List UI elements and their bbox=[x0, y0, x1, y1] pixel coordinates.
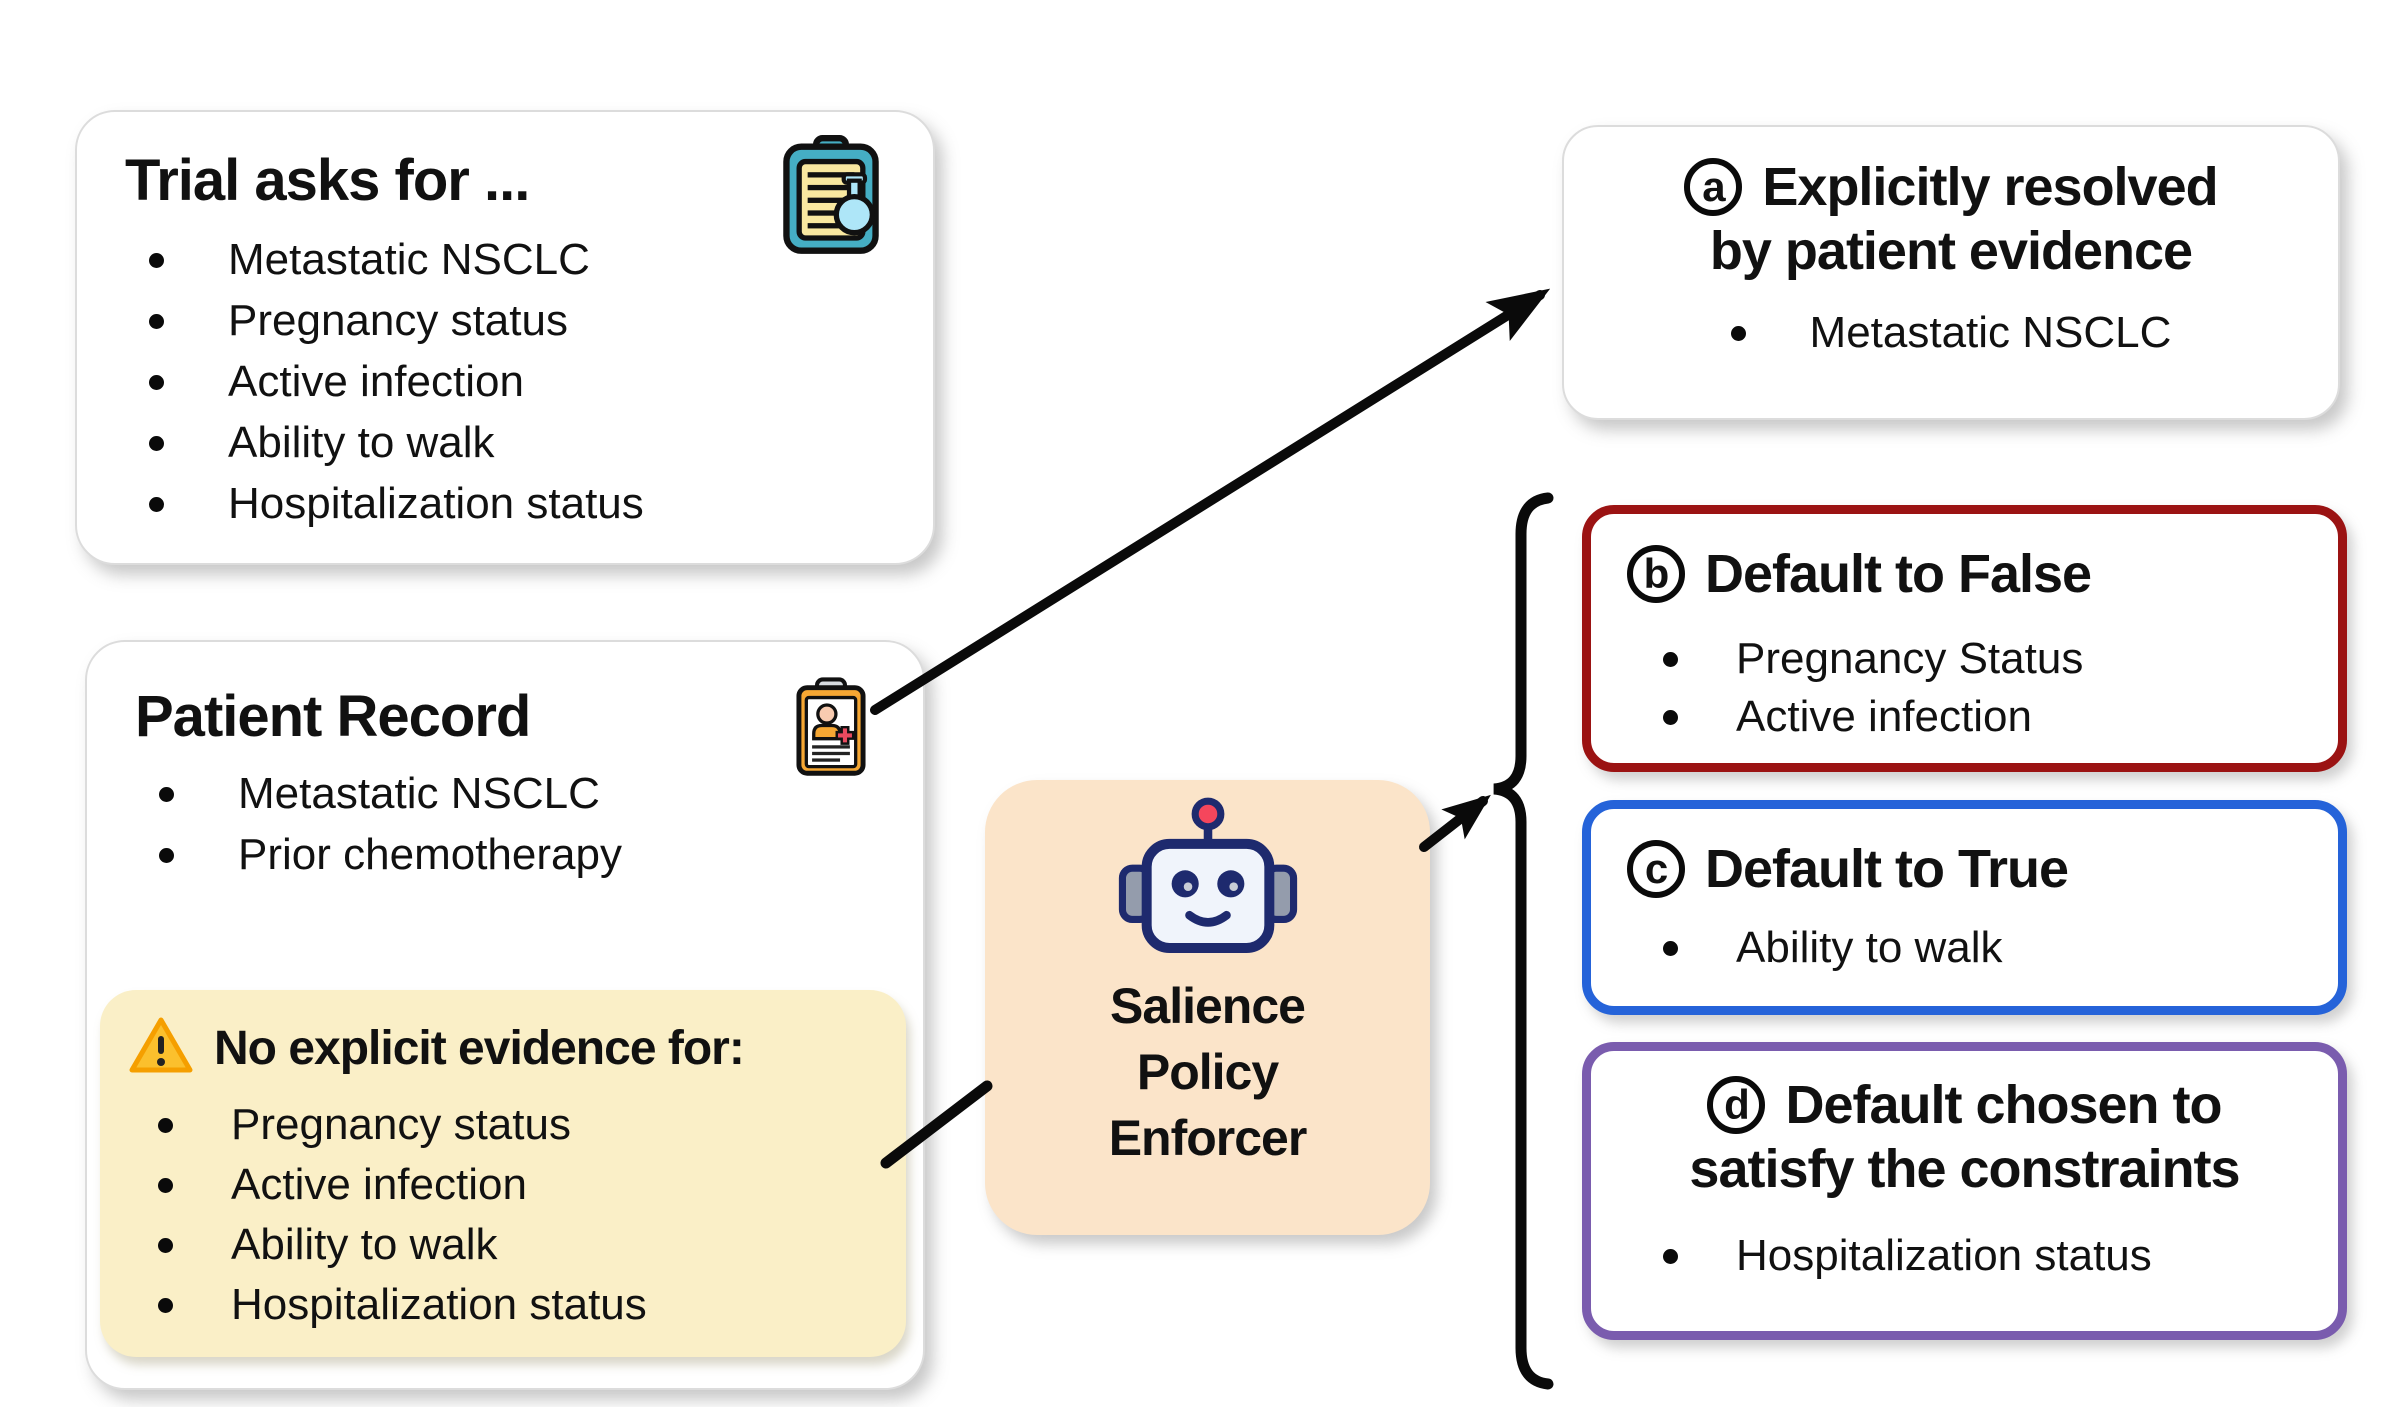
bullet-dot-icon bbox=[1663, 940, 1678, 956]
outcome-box-satisfy-constraints: d Default chosen to satisfy the constrai… bbox=[1582, 1042, 2347, 1340]
list-item-label: Active infection bbox=[231, 1159, 527, 1209]
bullet-dot-icon bbox=[1663, 709, 1678, 725]
list-item: Ability to walk bbox=[125, 413, 885, 474]
circled-letter-badge: c bbox=[1627, 840, 1685, 898]
enforcer-label: Salience Policy Enforcer bbox=[1108, 973, 1308, 1171]
patient-record-box: Patient Record Metastatic NSCLC Prior ch… bbox=[85, 640, 925, 1390]
outcome-c-title: c Default to True bbox=[1627, 837, 2302, 901]
list-item: Prior chemotherapy bbox=[135, 825, 875, 886]
outcome-d-bullet-list: Hospitalization status bbox=[1627, 1227, 2302, 1285]
bullet-dot-icon bbox=[1730, 325, 1746, 341]
list-item: Metastatic NSCLC bbox=[135, 764, 875, 825]
list-item-label: Active infection bbox=[228, 357, 524, 407]
list-item: Metastatic NSCLC bbox=[1604, 305, 2298, 361]
list-item: Ability to walk bbox=[1627, 919, 2302, 977]
outcome-b-title: b Default to False bbox=[1627, 542, 2302, 606]
bullet-dot-icon bbox=[149, 497, 164, 512]
bullet-dot-icon bbox=[159, 787, 174, 802]
bullet-dot-icon bbox=[159, 848, 174, 863]
patient-bullet-list: Metastatic NSCLC Prior chemotherapy bbox=[135, 764, 875, 886]
outcome-box-default-false: b Default to False Pregnancy Status Acti… bbox=[1582, 505, 2347, 772]
no-evidence-warning-box: No explicit evidence for: Pregnancy stat… bbox=[100, 990, 906, 1357]
trial-criteria-box: Trial asks for ... Metastatic NSCLC Preg… bbox=[75, 110, 935, 565]
warning-bullet-list: Pregnancy status Active infection Abilit… bbox=[128, 1095, 878, 1335]
patient-box-title: Patient Record bbox=[135, 684, 531, 749]
list-item: Active infection bbox=[1627, 688, 2302, 746]
list-item-label: Active infection bbox=[1736, 691, 2032, 741]
enforcer-label-line: Salience bbox=[1110, 978, 1306, 1034]
enforcer-label-line: Policy bbox=[1136, 1044, 1279, 1100]
bullet-dot-icon bbox=[158, 1237, 173, 1253]
bullet-dot-icon bbox=[158, 1117, 173, 1133]
bullet-dot-icon bbox=[1663, 651, 1678, 667]
list-item-label: Metastatic NSCLC bbox=[228, 235, 590, 285]
trial-bullet-list: Metastatic NSCLC Pregnancy status Active… bbox=[125, 230, 885, 535]
warning-icon bbox=[128, 1016, 194, 1081]
list-item: Active infection bbox=[128, 1155, 878, 1215]
warning-title-row: No explicit evidence for: bbox=[128, 1016, 878, 1081]
list-item-label: Ability to walk bbox=[1736, 922, 2003, 972]
salience-policy-enforcer-box: Salience Policy Enforcer bbox=[985, 780, 1430, 1235]
bullet-dot-icon bbox=[149, 314, 164, 329]
circled-letter-badge: a bbox=[1684, 158, 1743, 216]
bullet-dot-icon bbox=[149, 375, 164, 390]
list-item-label: Ability to walk bbox=[231, 1219, 498, 1269]
list-item-label: Ability to walk bbox=[228, 418, 495, 468]
outcome-a-title-line2: by patient evidence bbox=[1604, 219, 2298, 283]
outcome-b-bullet-list: Pregnancy Status Active infection bbox=[1627, 630, 2302, 746]
outcome-b-title-text: Default to False bbox=[1705, 544, 2092, 604]
arrow-patient-to-resolved bbox=[870, 288, 1551, 715]
list-item: Pregnancy status bbox=[128, 1095, 878, 1155]
outcome-box-explicitly-resolved: a Explicitly resolved by patient evidenc… bbox=[1562, 125, 2340, 420]
outcome-a-title-text: Explicitly resolved bbox=[1762, 157, 2218, 217]
outcome-c-bullet-list: Ability to walk bbox=[1627, 919, 2302, 977]
list-item: Metastatic NSCLC bbox=[125, 230, 885, 291]
list-item-label: Prior chemotherapy bbox=[238, 830, 622, 880]
list-item-label: Metastatic NSCLC bbox=[1809, 307, 2172, 357]
outcome-d-title-line1: d Default chosen to bbox=[1627, 1073, 2302, 1137]
list-item-label: Pregnancy status bbox=[228, 296, 568, 346]
bullet-dot-icon bbox=[158, 1177, 173, 1193]
outcome-d-title-text: Default chosen to bbox=[1785, 1075, 2222, 1135]
bullet-dot-icon bbox=[158, 1297, 173, 1313]
arrow-enforcer-to-bracket bbox=[1419, 794, 1491, 852]
warning-title: No explicit evidence for: bbox=[214, 1021, 745, 1075]
outcome-a-title-line1: a Explicitly resolved bbox=[1604, 155, 2298, 219]
circled-letter-badge: d bbox=[1707, 1076, 1766, 1134]
clipboard-flask-icon bbox=[777, 134, 885, 261]
list-item: Hospitalization status bbox=[128, 1275, 878, 1335]
outcome-d-title-text2: satisfy the constraints bbox=[1689, 1139, 2240, 1199]
circled-letter-badge: b bbox=[1627, 545, 1685, 603]
list-item-label: Pregnancy Status bbox=[1736, 633, 2084, 683]
list-item-label: Hospitalization status bbox=[1736, 1230, 2152, 1280]
list-item: Hospitalization status bbox=[1627, 1227, 2302, 1285]
outcome-d-title-line2: satisfy the constraints bbox=[1627, 1137, 2302, 1201]
list-item-label: Hospitalization status bbox=[228, 479, 644, 529]
list-item: Pregnancy Status bbox=[1627, 630, 2302, 688]
patient-record-icon bbox=[794, 666, 868, 795]
trial-box-title: Trial asks for ... bbox=[125, 148, 530, 213]
outcome-c-title-text: Default to True bbox=[1705, 839, 2069, 899]
outcome-a-title-text2: by patient evidence bbox=[1709, 221, 2193, 281]
outcome-box-default-true: c Default to True Ability to walk bbox=[1582, 800, 2347, 1015]
list-item: Pregnancy status bbox=[125, 291, 885, 352]
list-item: Active infection bbox=[125, 352, 885, 413]
list-item: Ability to walk bbox=[128, 1215, 878, 1275]
robot-icon bbox=[1115, 794, 1301, 963]
list-item-label: Metastatic NSCLC bbox=[238, 769, 600, 819]
list-item: Hospitalization status bbox=[125, 474, 885, 535]
list-item-label: Hospitalization status bbox=[231, 1279, 647, 1329]
bullet-dot-icon bbox=[149, 436, 164, 451]
list-item-label: Pregnancy status bbox=[231, 1099, 571, 1149]
enforcer-label-line: Enforcer bbox=[1108, 1110, 1308, 1166]
bullet-dot-icon bbox=[149, 253, 164, 268]
curly-bracket bbox=[1493, 492, 1554, 1390]
bullet-dot-icon bbox=[1663, 1248, 1678, 1264]
